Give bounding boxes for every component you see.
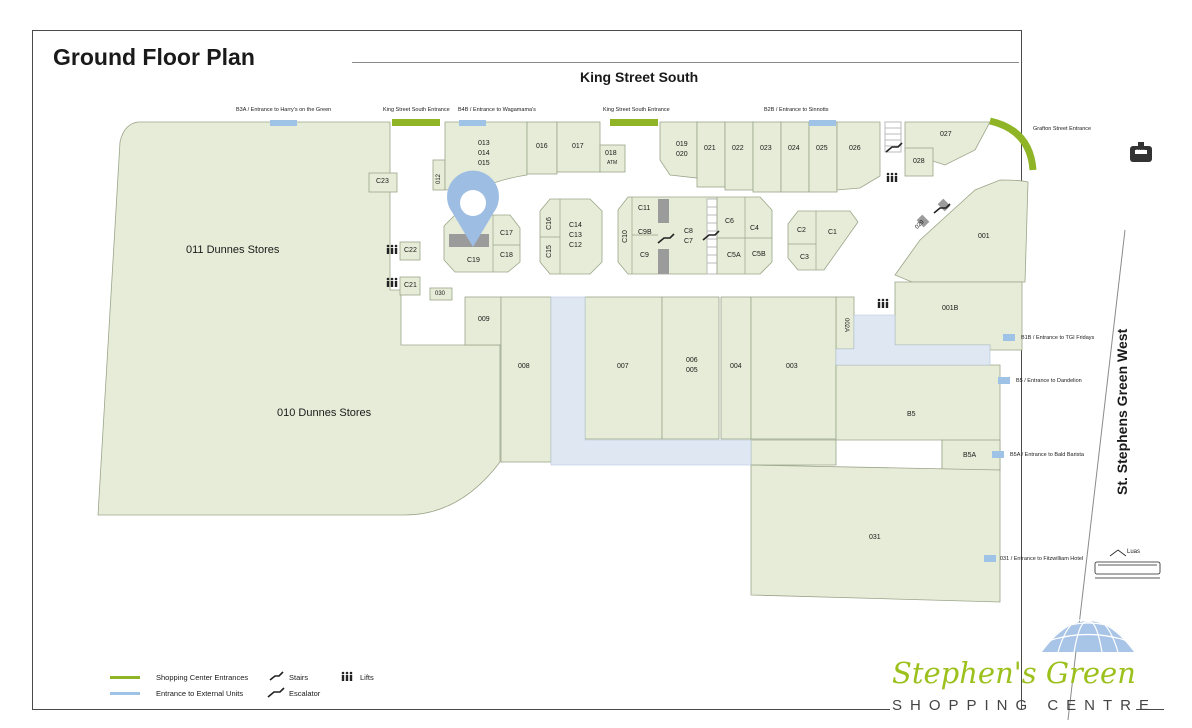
escalator-icon	[657, 142, 951, 244]
entrance-king-street-south-1[interactable]	[392, 119, 440, 126]
legend-label: Lifts	[360, 673, 374, 682]
page-title: Ground Floor Plan	[53, 44, 255, 70]
unit-012[interactable]	[432, 159, 446, 191]
unit-024[interactable]	[780, 121, 810, 193]
entrance-king-street-south-2[interactable]	[610, 119, 658, 126]
unit-030[interactable]	[429, 287, 453, 301]
unit-018[interactable]	[599, 144, 626, 173]
unit-c1-c3-island[interactable]	[787, 210, 859, 271]
unit-009[interactable]	[464, 296, 502, 346]
unit-003[interactable]	[750, 296, 837, 440]
entrance-b5a[interactable]	[992, 451, 1004, 458]
taxi-icon	[1130, 142, 1152, 162]
unit-c21[interactable]	[399, 276, 421, 296]
unit-006-005[interactable]	[661, 296, 720, 440]
legend-label: Entrance to External Units	[156, 689, 244, 698]
unit-023[interactable]	[752, 121, 782, 193]
unit-019-020[interactable]	[659, 121, 698, 179]
legend-escalator-icon	[267, 687, 285, 698]
frame-divider	[1136, 709, 1164, 710]
unit-028[interactable]	[904, 147, 934, 177]
unit-c22[interactable]	[399, 241, 421, 261]
legend-label: Stairs	[289, 673, 309, 682]
unit-031[interactable]	[750, 464, 1001, 603]
luas-label: Luas	[1127, 549, 1141, 555]
legend-label: Shopping Center Entrances	[156, 673, 249, 682]
unit-c4-c11-island[interactable]	[617, 196, 773, 275]
entrance-b2b[interactable]	[809, 120, 836, 126]
unit-025[interactable]	[808, 121, 838, 193]
legend-label: Escalator	[289, 689, 321, 698]
entrance-031[interactable]	[984, 555, 996, 562]
lift-icon	[386, 172, 898, 308]
unit-001b[interactable]	[894, 281, 1023, 351]
unit-c23[interactable]	[368, 172, 398, 193]
entrance-b5[interactable]	[998, 377, 1010, 384]
logo-dome-icon	[1042, 619, 1134, 653]
entrance-grafton-street[interactable]	[989, 117, 1037, 171]
entrance-b1b[interactable]	[1003, 334, 1015, 341]
unit-dunnes-011[interactable]	[97, 121, 501, 516]
unit-017[interactable]	[556, 121, 601, 173]
entrance-b3a[interactable]	[270, 120, 297, 126]
unit-021[interactable]	[696, 121, 726, 188]
luas-tram-icon	[1094, 549, 1161, 579]
logo-tagline: SHOPPING CENTRE	[892, 697, 1158, 714]
unit-022[interactable]	[724, 121, 754, 191]
external-walkway	[550, 296, 752, 466]
unit-008[interactable]	[500, 296, 552, 463]
legend-lift-icon	[341, 671, 353, 681]
legend-stairs-icon	[269, 671, 284, 681]
unit-004[interactable]	[720, 296, 752, 440]
unit-002a[interactable]	[835, 296, 855, 350]
frame-divider	[32, 709, 890, 710]
street-divider	[352, 62, 1019, 63]
unit-007[interactable]	[584, 296, 663, 440]
logo-name: Stephen's Green	[892, 656, 1136, 690]
entrance-b4b[interactable]	[459, 120, 486, 126]
unit-001[interactable]	[894, 179, 1029, 283]
location-pin-icon	[446, 170, 499, 247]
unit-b5a[interactable]	[941, 439, 1001, 471]
unit-026[interactable]	[836, 121, 881, 191]
street-label-north: King Street South	[580, 69, 699, 85]
legend-blue-swatch	[110, 692, 140, 695]
unit-016[interactable]	[526, 121, 558, 175]
map-frame	[32, 30, 1022, 710]
external-walkway-east	[835, 314, 991, 366]
unit-c12-c16-island[interactable]	[539, 198, 603, 275]
legend-green-swatch	[110, 676, 140, 679]
